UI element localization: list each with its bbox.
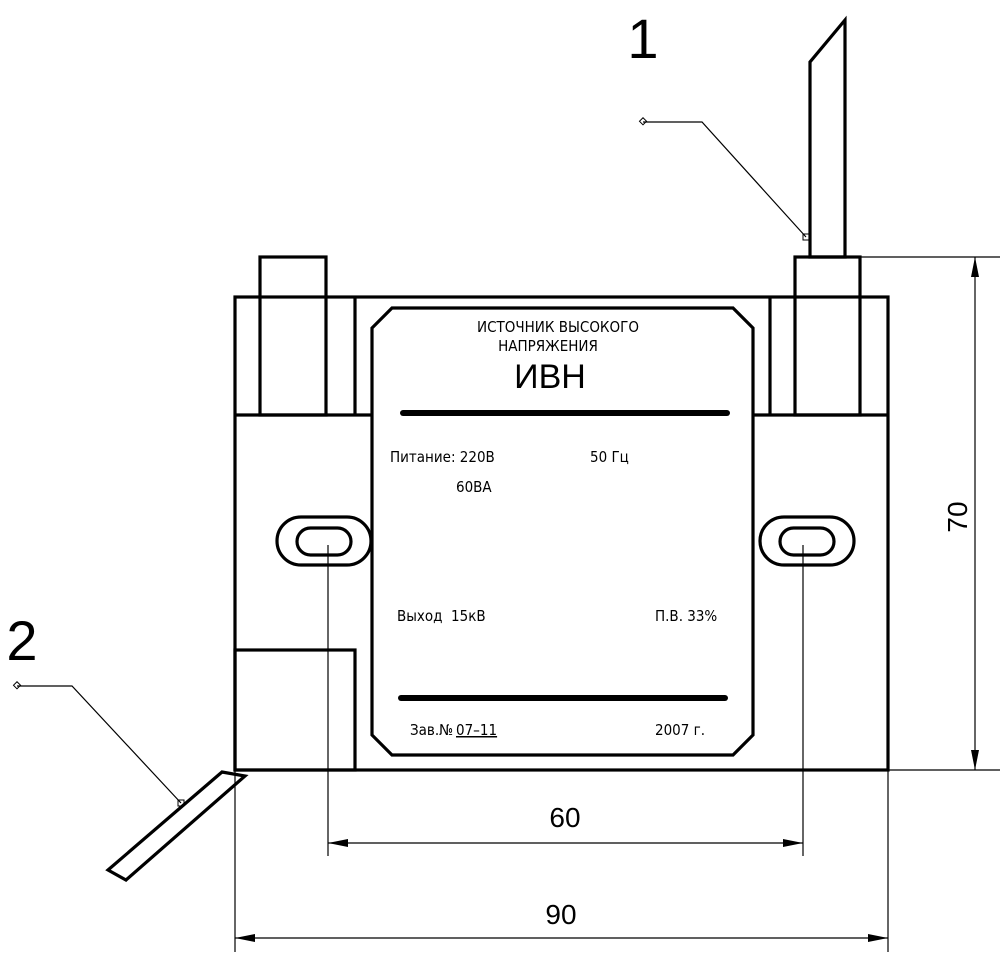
input-terminal-box: [233, 648, 357, 772]
plate-duty-cycle: П.В. 33%: [655, 607, 717, 625]
leader-dot-icon: [638, 117, 648, 126]
leader-target-icon: [802, 233, 810, 241]
leader-line-1: [643, 121, 807, 238]
left-mount-slot: [295, 526, 353, 557]
callout-1: 1: [627, 7, 658, 70]
nameplate: [370, 306, 755, 757]
plate-model: ИВН: [514, 358, 586, 396]
right-mount-slot-outer: [758, 515, 856, 567]
output-wire: [808, 15, 847, 259]
plate-supply: Питание: 220В: [390, 448, 495, 466]
plate-year: 2007 г.: [655, 721, 705, 739]
plate-title-line2: НАПРЯЖЕНИЯ: [498, 337, 598, 355]
dimension-overall-width: 90: [545, 899, 576, 930]
device-body: [233, 295, 890, 772]
leader-target-icon: [177, 799, 185, 807]
plate-power: 60ВА: [456, 478, 492, 496]
right-terminal: [793, 255, 862, 417]
input-wire: [105, 770, 249, 882]
plate-frequency: 50 Гц: [590, 448, 629, 466]
leader-dot-icon: [12, 681, 22, 690]
left-terminal: [258, 255, 328, 417]
plate-serial-label: Зав.№: [410, 721, 453, 739]
plate-serial-number: 07–11: [456, 721, 497, 739]
callout-2: 2: [6, 609, 37, 672]
dimension-overall-height: 70: [942, 501, 973, 532]
leader-line-2: [17, 685, 182, 804]
right-mount-slot: [778, 526, 836, 557]
plate-title-line1: ИСТОЧНИК ВЫСОКОГО: [477, 318, 639, 336]
dimension-mount-spacing: 60: [549, 802, 580, 833]
plate-output: Выход 15кВ: [397, 607, 486, 625]
left-mount-slot-outer: [275, 515, 373, 567]
